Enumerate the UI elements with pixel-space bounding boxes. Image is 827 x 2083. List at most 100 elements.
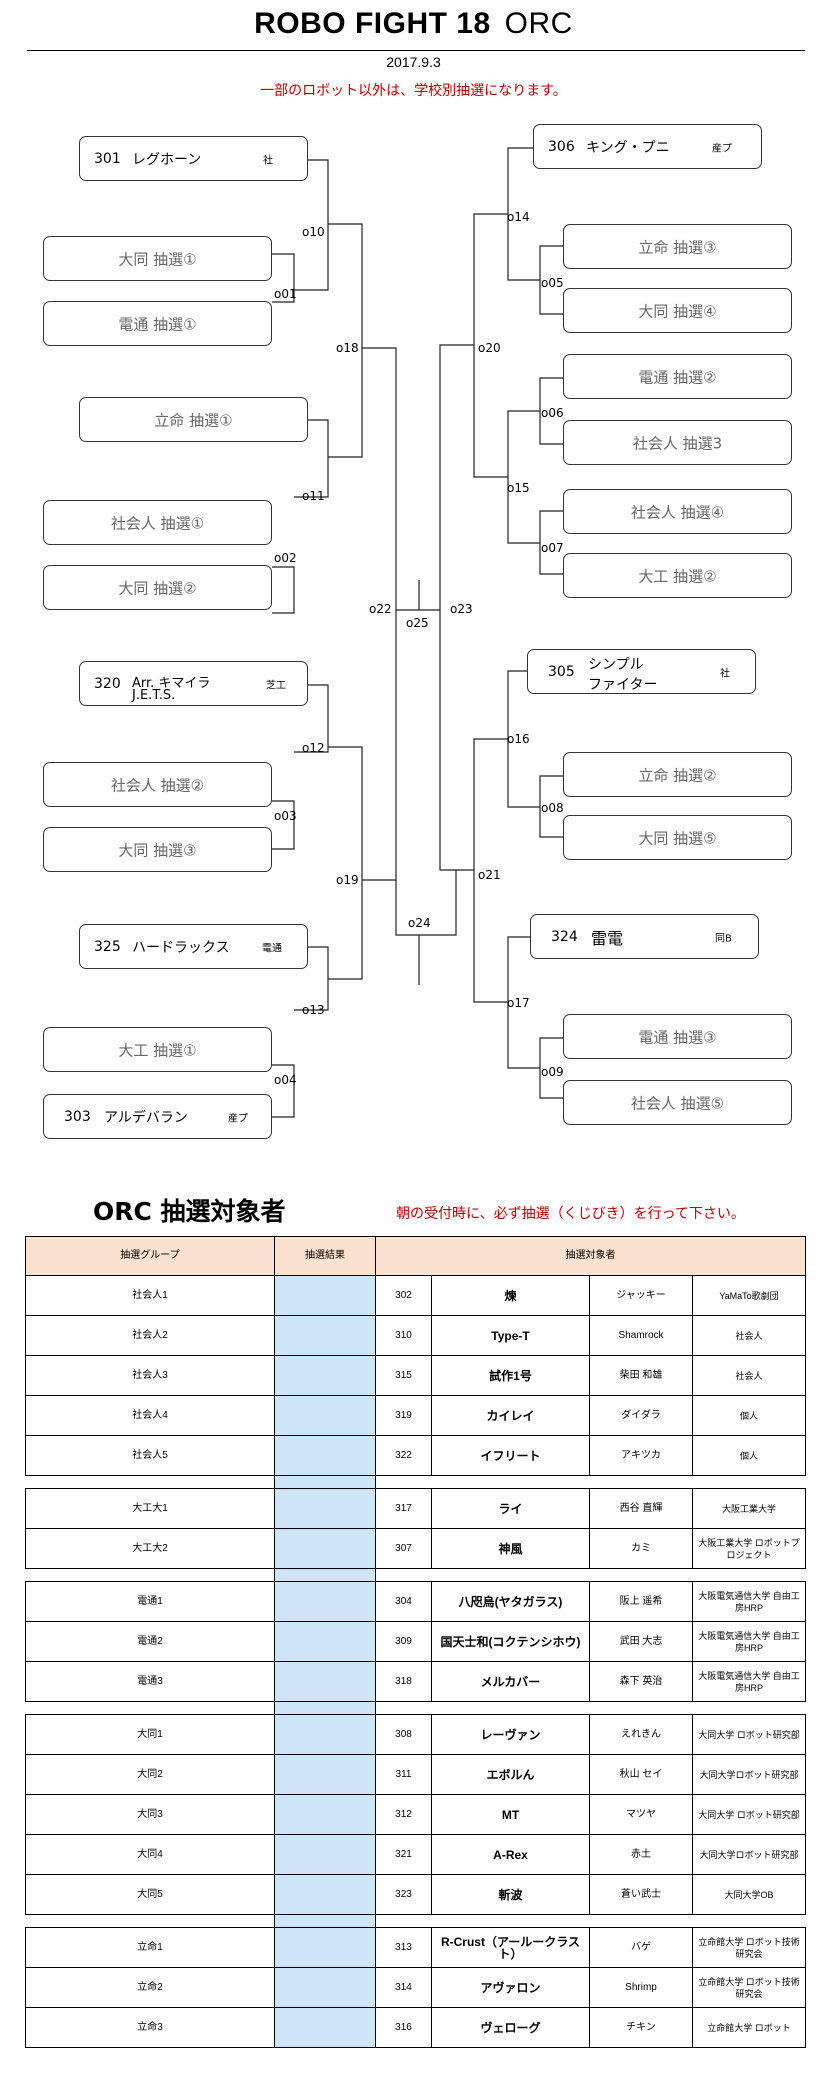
match-label: o20 xyxy=(478,341,501,355)
robot-name-cell: MT xyxy=(431,1794,590,1835)
group-cell: 電通3 xyxy=(25,1661,275,1702)
robot-number: 325 xyxy=(94,938,121,955)
affiliation-cell: 社会人 xyxy=(692,1355,806,1396)
match-label: o24 xyxy=(408,916,431,930)
robot-number-cell: 319 xyxy=(375,1395,432,1436)
result-cell[interactable] xyxy=(274,1488,376,1529)
result-cell[interactable] xyxy=(274,1435,376,1476)
lottery-slot-label: 社会人 抽選② xyxy=(110,776,205,794)
result-cell[interactable] xyxy=(274,1967,376,2008)
team-tag: 産プ xyxy=(712,143,732,154)
result-cell[interactable] xyxy=(274,1395,376,1436)
robot-name-line2: J.E.T.S. xyxy=(132,688,176,703)
result-cell[interactable] xyxy=(274,1927,376,1968)
match-label: o05 xyxy=(541,276,564,290)
separator-cell xyxy=(375,1475,806,1489)
match-label: o08 xyxy=(541,801,564,815)
separator-cell xyxy=(274,1568,376,1582)
team-tag: 芝工 xyxy=(266,680,286,691)
group-separator xyxy=(25,1475,806,1489)
lottery-slot-label: 電通 抽選① xyxy=(118,315,197,333)
operator-cell: 秋山 セイ xyxy=(589,1754,693,1795)
result-cell[interactable] xyxy=(274,1581,376,1622)
robot-number-cell: 318 xyxy=(375,1661,432,1702)
match-label: o23 xyxy=(450,602,473,616)
robot-name: キング・プニ xyxy=(586,139,670,156)
seed-box-306: 306 キング・プニ 産プ xyxy=(533,124,762,169)
lottery-slot: 大同 抽選④ xyxy=(563,288,792,333)
lottery-slot: 立命 抽選① xyxy=(79,397,308,442)
result-cell[interactable] xyxy=(274,2007,376,2048)
group-cell: 立命1 xyxy=(25,1927,275,1968)
result-cell[interactable] xyxy=(274,1874,376,1915)
result-cell[interactable] xyxy=(274,1275,376,1316)
title-divider xyxy=(27,50,805,51)
result-cell[interactable] xyxy=(274,1834,376,1875)
robot-number-cell: 315 xyxy=(375,1355,432,1396)
operator-cell: Shrimp xyxy=(589,1967,693,2008)
robot-number-cell: 316 xyxy=(375,2007,432,2048)
match-label: o21 xyxy=(478,868,501,882)
event-subtitle: ORC xyxy=(504,7,573,40)
operator-cell: 阪上 遥希 xyxy=(589,1581,693,1622)
result-cell[interactable] xyxy=(274,1528,376,1569)
separator-cell xyxy=(25,1914,275,1928)
result-cell[interactable] xyxy=(274,1794,376,1835)
result-cell[interactable] xyxy=(274,1714,376,1755)
group-cell: 大同3 xyxy=(25,1794,275,1835)
match-label: o06 xyxy=(541,406,564,420)
robot-name-cell: ヴェローグ xyxy=(431,2007,590,2048)
operator-cell: チキン xyxy=(589,2007,693,2048)
group-cell: 社会人4 xyxy=(25,1395,275,1436)
affiliation-cell: 大同大学OB xyxy=(692,1874,806,1915)
affiliation-cell: 大同大学ロボット研究部 xyxy=(692,1754,806,1795)
lottery-slot: 大同 抽選③ xyxy=(43,827,272,872)
result-cell[interactable] xyxy=(274,1621,376,1662)
lottery-slot: 電通 抽選③ xyxy=(563,1014,792,1059)
operator-cell: 柴田 和雄 xyxy=(589,1355,693,1396)
seed-box-320: 320 Arr. キマイラ J.E.T.S. 芝工 xyxy=(79,661,308,706)
lottery-slot-label: 大同 抽選③ xyxy=(118,841,197,859)
result-cell[interactable] xyxy=(274,1754,376,1795)
match-label: o22 xyxy=(369,602,392,616)
match-label: o17 xyxy=(507,996,530,1010)
robot-name: 雷電 xyxy=(591,928,624,948)
robot-name: シンプル xyxy=(588,657,644,673)
bracket-lines xyxy=(272,147,563,1118)
lottery-title: ORC 抽選対象者 xyxy=(93,1197,286,1226)
separator-cell xyxy=(375,1701,806,1715)
group-cell: 社会人1 xyxy=(25,1275,275,1316)
lottery-slot-label: 電通 抽選③ xyxy=(638,1028,717,1046)
match-label: o03 xyxy=(274,809,297,823)
group-cell: 大同4 xyxy=(25,1834,275,1875)
robot-number: 305 xyxy=(548,663,575,680)
affiliation-cell: 立命館大学 ロボット技術研究会 xyxy=(692,1967,806,2008)
lottery-slot-label: 社会人 抽選⑤ xyxy=(630,1094,725,1112)
affiliation-cell: YaMaTo歌劇団 xyxy=(692,1275,806,1316)
lottery-slot: 社会人 抽選3 xyxy=(563,420,792,465)
result-cell[interactable] xyxy=(274,1315,376,1356)
lottery-slot: 社会人 抽選② xyxy=(43,762,272,807)
separator-cell xyxy=(274,1475,376,1489)
lottery-slot-label: 大同 抽選② xyxy=(118,579,197,597)
robot-name-cell: ライ xyxy=(431,1488,590,1529)
affiliation-cell: 個人 xyxy=(692,1395,806,1436)
lottery-slot-label: 大工 抽選② xyxy=(638,567,717,585)
lottery-slot: 大工 抽選① xyxy=(43,1027,272,1072)
group-cell: 電通1 xyxy=(25,1581,275,1622)
operator-cell: 赤土 xyxy=(589,1834,693,1875)
operator-cell: Shamrock xyxy=(589,1315,693,1356)
lottery-slot: 立命 抽選③ xyxy=(563,224,792,269)
group-cell: 大同1 xyxy=(25,1714,275,1755)
result-cell[interactable] xyxy=(274,1355,376,1396)
result-cell[interactable] xyxy=(274,1661,376,1702)
robot-name-cell: 煉 xyxy=(431,1275,590,1316)
